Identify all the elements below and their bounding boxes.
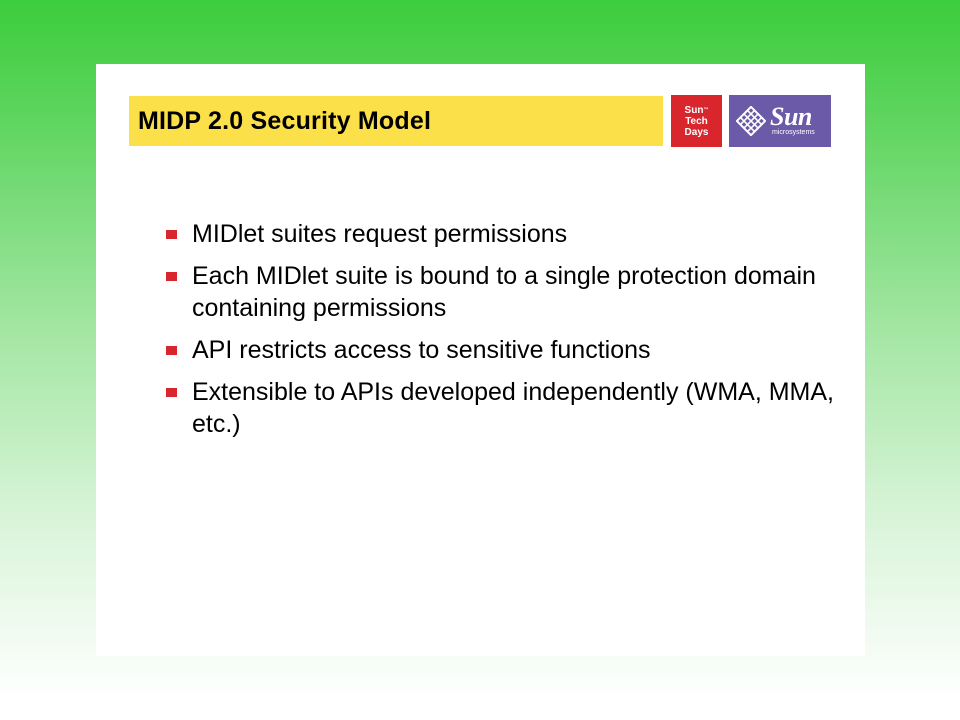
tech-days-line-3: Days [684,126,709,138]
sun-logo-subtitle: microsystems [772,129,815,136]
bullet-square-icon [166,272,177,281]
tech-days-line-2: Tech [685,115,708,127]
bullet-text: Each MIDlet suite is bound to a single p… [192,262,816,322]
sun-microsystems-logo: Sun microsystems [729,95,831,147]
bullet-square-icon [166,388,177,397]
bullet-text: Extensible to APIs developed independent… [192,378,834,438]
trademark-mark: ™ [703,106,709,113]
bullet-item: Each MIDlet suite is bound to a single p… [166,260,846,324]
bullet-text: MIDlet suites request permissions [192,220,568,248]
bullet-item: Extensible to APIs developed independent… [166,376,846,440]
bullet-item: API restricts access to sensitive functi… [166,334,846,366]
bullet-square-icon [166,346,177,355]
bullet-list: MIDlet suites request permissions Each M… [166,218,846,450]
sun-tech-days-logo: Sun™ Tech Days [671,95,722,147]
tech-days-line-1: Sun [684,104,704,116]
bullet-item: MIDlet suites request permissions [166,218,846,250]
sun-wordmark: Sun microsystems [770,102,815,137]
slide-title: MIDP 2.0 Security Model [138,106,432,135]
sun-diamond-icon [736,106,766,136]
bullet-square-icon [166,230,177,239]
sun-logo-name: Sun [770,102,812,131]
slide: MIDP 2.0 Security Model Sun™ Tech Days S… [96,64,865,656]
title-bar: MIDP 2.0 Security Model [129,96,663,146]
bullet-text: API restricts access to sensitive functi… [192,336,651,364]
